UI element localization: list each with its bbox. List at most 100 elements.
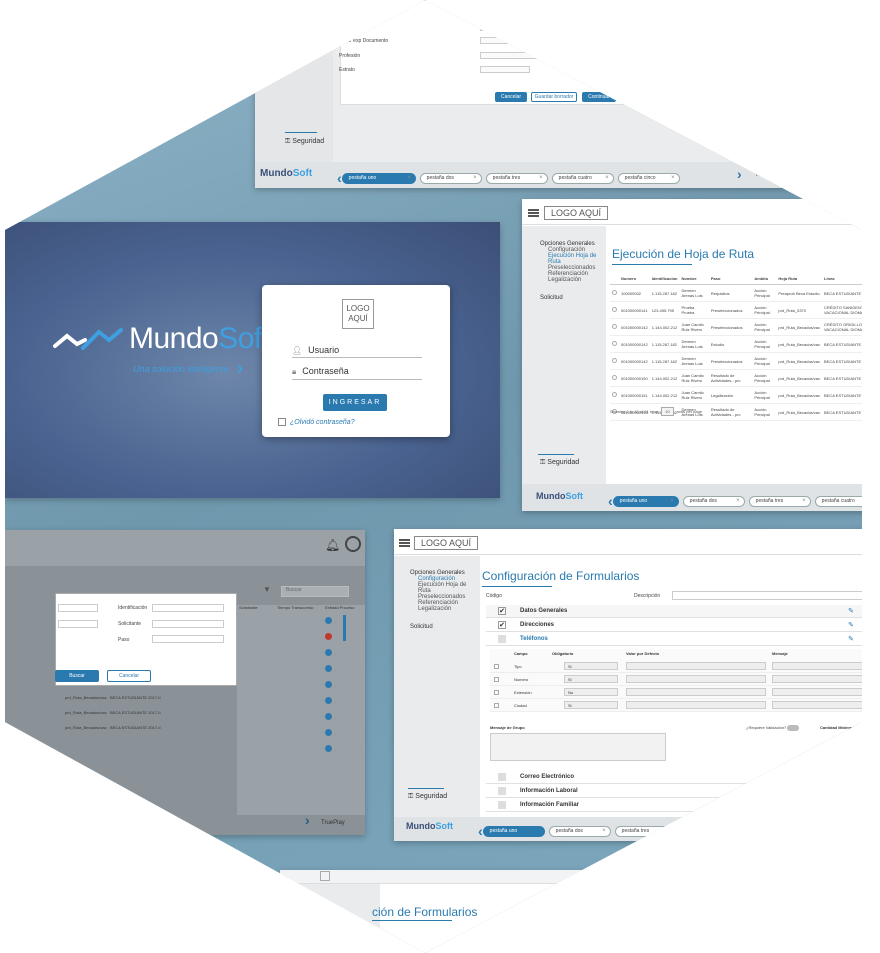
page-size-select[interactable]: 10 (661, 407, 674, 416)
group-message-textarea[interactable] (490, 733, 666, 761)
chevron-right-icon[interactable]: › (305, 812, 310, 828)
obligatorio-select[interactable]: Si (564, 675, 618, 683)
paso-select[interactable] (152, 635, 224, 643)
tab-pestana-dos[interactable]: pestaña dos× (682, 495, 745, 507)
security-link[interactable]: ⚿ Seguridad (408, 793, 447, 801)
cancel-button[interactable]: Cancelar (495, 92, 527, 102)
default-value-input[interactable] (626, 662, 766, 670)
close-icon[interactable]: × (407, 174, 411, 181)
close-icon[interactable]: × (802, 497, 806, 504)
nav-item-configuracion[interactable]: Configuración (548, 247, 586, 253)
search-button[interactable]: Buscar (55, 670, 99, 682)
continue-button[interactable]: Continuar (582, 92, 616, 102)
edit-icon[interactable]: ✎ (848, 636, 854, 643)
nav-item-configuracion[interactable]: Configuración (418, 576, 456, 582)
row-radio[interactable] (610, 352, 619, 370)
menu-icon[interactable] (528, 209, 539, 217)
section-informacion-familiar[interactable]: Información Familiar (486, 799, 862, 812)
tab-pestana-cinco[interactable]: pestaña cinco× (617, 172, 680, 184)
security-link[interactable]: ⚿ Seguridad (540, 459, 579, 467)
tab-pestana-tres[interactable]: pestaña tres× (614, 825, 677, 837)
section-correo[interactable]: Correo Electrónico (486, 771, 862, 784)
tab-pestana-dos[interactable]: pestaña dos× (548, 825, 611, 837)
row-radio[interactable] (610, 403, 619, 421)
nav-item-referenciacion[interactable]: Referenciación (418, 600, 459, 606)
nav-item-ejecucion[interactable]: Ejecución Hoja de Ruta (418, 582, 467, 594)
checkbox[interactable] (498, 635, 506, 643)
scrollbar[interactable] (343, 615, 346, 641)
section-direcciones[interactable]: ✔Direcciones✎ (486, 619, 862, 632)
obligatorio-select[interactable]: No (564, 688, 618, 696)
mensaje-input[interactable] (772, 701, 862, 709)
close-icon[interactable]: × (670, 497, 674, 504)
bell-icon[interactable]: 🔔︎ (325, 538, 341, 552)
toggle-switch[interactable] (787, 725, 800, 731)
checkbox[interactable] (498, 801, 506, 809)
close-icon[interactable]: × (473, 174, 477, 181)
cancel-button[interactable]: Cancelar (107, 670, 151, 682)
close-icon[interactable]: × (671, 174, 675, 181)
close-icon[interactable]: × (668, 827, 672, 834)
close-icon[interactable]: × (605, 174, 609, 181)
mensaje-input[interactable] (772, 675, 862, 683)
search-input[interactable]: Buscar (281, 586, 349, 597)
tab-pestana-tres[interactable]: pestaña tres× (485, 172, 548, 184)
checkbox[interactable] (494, 664, 499, 669)
tab-pestana-cuatro[interactable]: pestaña cuatro (814, 495, 862, 507)
nav-item-solicitud[interactable]: Solicitud (410, 624, 433, 630)
nav-item-solicitud[interactable]: Solicitud (540, 295, 563, 301)
identificacion-input[interactable] (152, 604, 224, 612)
select-field[interactable] (58, 620, 98, 628)
checkbox[interactable] (278, 418, 286, 426)
tab-pestana-dos[interactable]: pestaña dos× (419, 172, 482, 184)
chevron-left-icon[interactable]: ‹ (608, 493, 613, 509)
login-button[interactable]: INGRESAR (323, 394, 387, 411)
chevron-left-icon[interactable]: ‹ (478, 823, 483, 839)
tab-pestana-uno[interactable]: pestaña uno× (612, 495, 679, 507)
default-value-input[interactable] (626, 688, 766, 696)
tab-pestana-uno[interactable]: pestaña uno× (341, 172, 416, 184)
section-datos-generales[interactable]: ✔Datos Generales✎ (486, 605, 862, 618)
filter-icon[interactable]: ▼ (263, 585, 271, 594)
profesion-input[interactable] (480, 52, 630, 59)
obligatorio-select[interactable]: Si (564, 662, 618, 670)
nav-item-preseleccionados[interactable]: Preseleccionados (418, 594, 466, 600)
descripcion-input[interactable] (672, 591, 862, 600)
close-icon[interactable]: × (602, 827, 606, 834)
mensaje-input[interactable] (772, 662, 862, 670)
checkbox[interactable] (494, 690, 499, 695)
chevron-left-icon[interactable]: ‹ (337, 170, 342, 186)
nav-item-legalizacion[interactable]: Legalización (548, 277, 582, 283)
row-radio[interactable] (610, 284, 619, 302)
default-value-input[interactable] (626, 675, 766, 683)
default-value-input[interactable] (626, 701, 766, 709)
forgot-password-link[interactable]: ¿Olvidó contraseña? (278, 418, 355, 426)
avatar[interactable] (345, 536, 361, 552)
solicitante-input[interactable] (152, 620, 224, 628)
requiere-validacion[interactable]: ¿Requiere Validación? (746, 725, 800, 731)
section-telefonos[interactable]: Teléfonos✎ (486, 633, 862, 646)
checkbox[interactable] (494, 677, 499, 682)
checkbox[interactable] (494, 703, 499, 708)
nav-item-ejecucion[interactable]: Ejecución Hoja de Ruta (548, 253, 597, 265)
obligatorio-select[interactable]: Si (564, 701, 618, 709)
section-informacion-laboral[interactable]: Información Laboral (486, 785, 862, 798)
row-radio[interactable] (610, 369, 619, 387)
lugar-exp-input[interactable] (480, 37, 630, 44)
nav-item-preseleccionados[interactable]: Preseleccionados (548, 265, 596, 271)
mensaje-input[interactable] (772, 688, 862, 696)
checkbox[interactable] (498, 787, 506, 795)
nav-item-legalizacion[interactable]: Legalización (418, 606, 452, 612)
edit-icon[interactable]: ✎ (848, 622, 854, 629)
tab-pestana-tres[interactable]: pestaña tres× (748, 495, 811, 507)
estado-civil-input[interactable] (480, 24, 630, 31)
save-draft-button[interactable]: Guardar borrador (531, 92, 577, 102)
checkbox[interactable] (498, 773, 506, 781)
row-radio[interactable] (610, 386, 619, 404)
